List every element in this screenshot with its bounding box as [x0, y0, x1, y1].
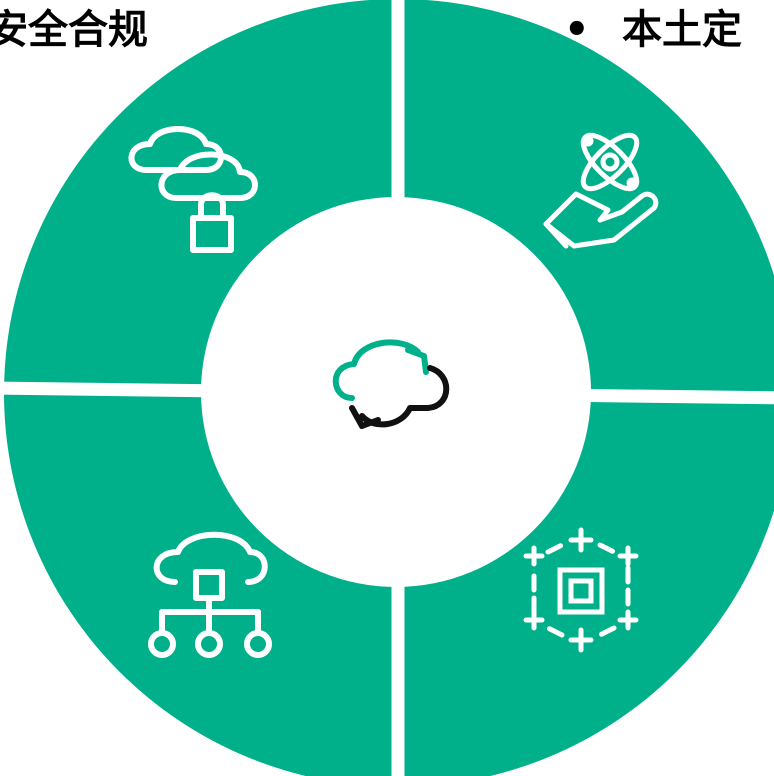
cloud-sync-icon [332, 339, 450, 429]
hand-atom-icon [543, 132, 659, 249]
center-hub [201, 197, 591, 587]
localization-label-text: 本土定 [622, 7, 742, 53]
cloud-network-icon [148, 531, 272, 658]
security-compliance-label: 安全合规 [0, 7, 148, 53]
segment-top-left [128, 126, 258, 253]
segment-bottom-left [148, 531, 272, 658]
segment-top-right [543, 132, 659, 249]
chip-hexagon-icon [523, 527, 639, 653]
localization-label: •本土定 [564, 2, 742, 58]
segment-bottom-right [523, 527, 639, 653]
cloud-lock-icon [128, 126, 258, 253]
